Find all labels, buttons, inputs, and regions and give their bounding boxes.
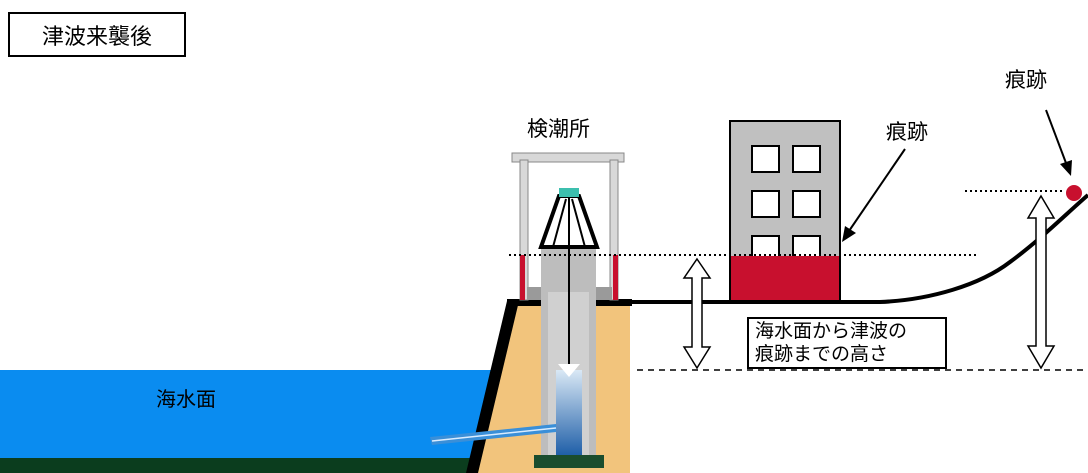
flood-mark: [731, 256, 839, 300]
trace-label-slope: 痕跡: [1005, 68, 1047, 92]
trace-pointer-arrow-2: [1060, 160, 1072, 176]
tide-station-label: 検潮所: [527, 117, 590, 141]
well-water: [556, 370, 582, 455]
ground-line: [630, 193, 1088, 304]
sea-surface-label: 海水面: [156, 387, 216, 411]
height-description-box: 海水面から津波の 痕跡までの高さ: [747, 317, 947, 369]
height-description-line1: 海水面から津波の: [755, 320, 908, 342]
building: [729, 120, 841, 302]
embankment-wall: [466, 301, 519, 473]
sea: [0, 370, 496, 460]
seabed: [0, 458, 480, 473]
height-description-line2: 痕跡までの高さ: [755, 343, 889, 365]
trace-pointer-arrow: [842, 226, 856, 242]
height-arrow-right: [1026, 194, 1056, 370]
trace-label-building: 痕跡: [886, 120, 928, 144]
tide-station: [430, 152, 625, 468]
height-arrow-left: [682, 257, 712, 370]
float-cap: [559, 188, 579, 197]
title-box: 津波来襲後: [8, 12, 186, 57]
float: [558, 364, 580, 377]
trace-marker: [1066, 185, 1082, 201]
